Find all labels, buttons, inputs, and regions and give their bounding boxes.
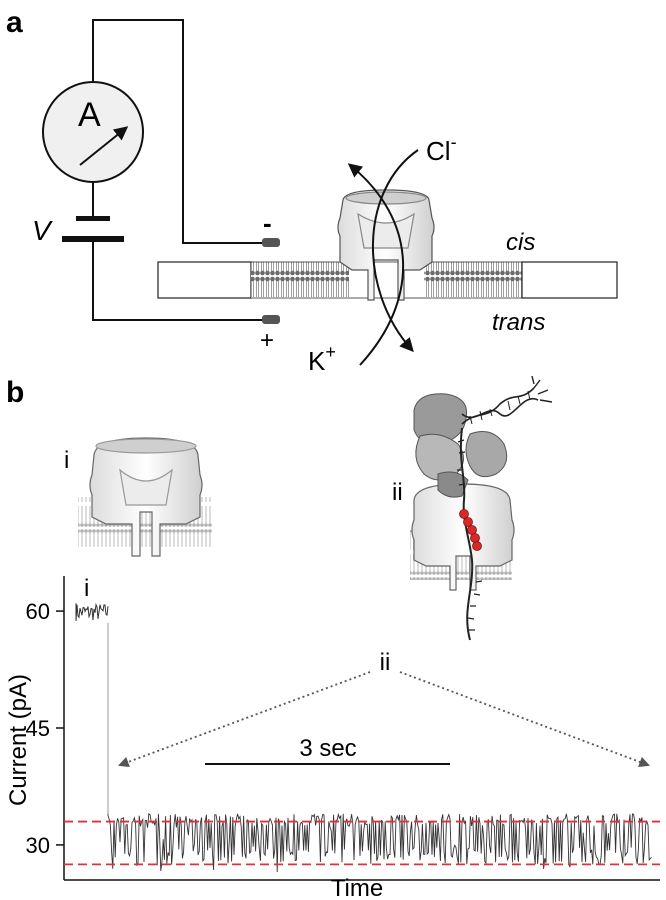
motor-enzyme xyxy=(413,393,508,498)
current-trace xyxy=(75,602,652,873)
open-pore-illustration: i xyxy=(64,437,212,557)
panel-a: a A V - + xyxy=(6,6,618,376)
circuit-wires xyxy=(92,19,262,321)
y-tick-label: 30 xyxy=(26,833,50,858)
state-ii-label: ii xyxy=(392,479,403,506)
lipid-membrane xyxy=(157,261,618,299)
battery-symbol: V xyxy=(32,215,124,246)
plus-sign: + xyxy=(260,327,274,354)
ammeter-label: A xyxy=(78,96,101,134)
potassium-label: K+ xyxy=(308,342,336,376)
trace-ii-pointer-arrows xyxy=(117,671,651,768)
ammeter: A xyxy=(42,81,144,183)
dna-bases xyxy=(459,509,482,551)
trans-electrode xyxy=(262,315,280,324)
minus-sign: - xyxy=(263,208,272,238)
y-tick-label: 45 xyxy=(26,716,50,741)
trace-i-label: i xyxy=(84,575,89,602)
reference-lines xyxy=(64,820,660,866)
y-axis-label: Current (pA) xyxy=(5,674,32,806)
dna-double-helix xyxy=(461,375,553,425)
panel-b: b i xyxy=(5,375,660,900)
ion-flow-arrows xyxy=(347,149,419,366)
trace-segment-ii xyxy=(107,812,652,873)
chloride-label: Cl- xyxy=(426,132,457,166)
panel-a-letter: a xyxy=(6,6,23,39)
y-ticks: 30 45 60 xyxy=(26,599,64,858)
dna-single-strand xyxy=(457,427,483,641)
y-tick-label: 60 xyxy=(26,599,50,624)
cis-electrode xyxy=(262,238,280,247)
scale-bar-label: 3 sec xyxy=(299,735,356,762)
state-i-label: i xyxy=(64,447,69,474)
x-axis-label: Time xyxy=(331,875,383,900)
cis-label: cis xyxy=(506,229,535,256)
panel-b-letter: b xyxy=(6,376,24,409)
voltage-label: V xyxy=(32,215,53,246)
trace-ii-label: ii xyxy=(380,649,391,676)
trans-label: trans xyxy=(492,309,545,336)
dna-translocation-illustration: ii xyxy=(392,375,553,641)
current-trace-chart: 30 45 60 Current (pA) Time i ii 3 sec xyxy=(5,575,660,900)
trace-segment-i xyxy=(75,602,109,622)
